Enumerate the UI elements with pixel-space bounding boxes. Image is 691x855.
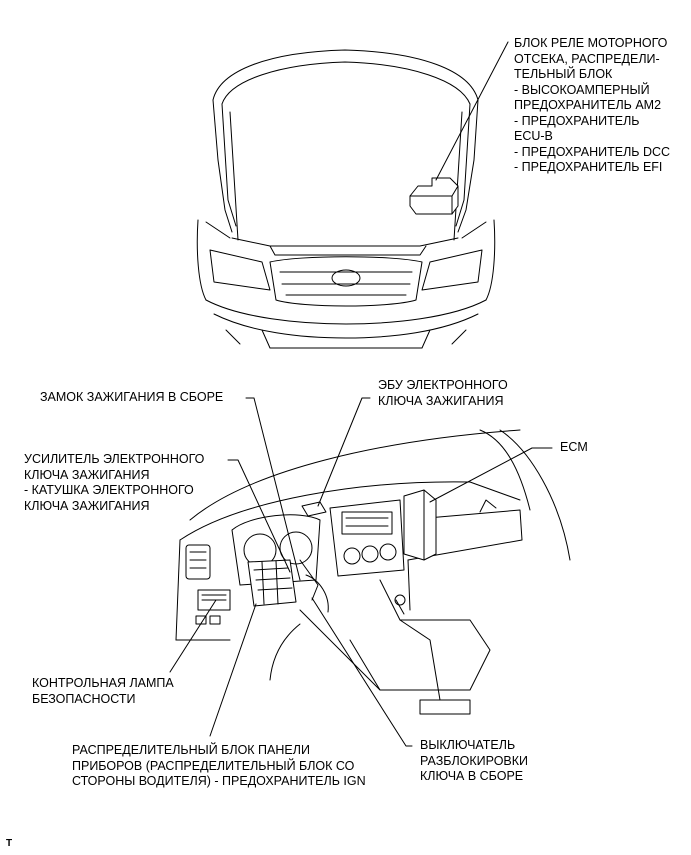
label-security-lamp: КОНТРОЛЬНАЯ ЛАМПА БЕЗОПАСНОСТИ [32, 676, 174, 707]
label-line: ТЕЛЬНЫЙ БЛОК [514, 67, 613, 81]
label-line: ЭБУ ЭЛЕКТРОННОГО [378, 378, 508, 392]
engine-bay-illustration [196, 41, 509, 349]
label-line: РАЗБЛОКИРОВКИ [420, 753, 529, 768]
label-engine-relay-block: БЛОК РЕЛЕ МОТОРНОГО ОТСЕКА, РАСПРЕДЕЛИ- … [514, 36, 670, 176]
label-line: ЗАМОК ЗАЖИГАНИЯ В СБОРЕ [40, 390, 224, 404]
label-line: КЛЮЧА ЗАЖИГАНИЯ [378, 393, 504, 408]
label-line: РАСПРЕДЕЛИТЕЛЬНЫЙ БЛОК ПАНЕЛИ [72, 743, 310, 757]
label-line: КОНТРОЛЬНАЯ ЛАМПА [32, 676, 174, 690]
label-line: ПРЕДОХРАНИТЕЛЬ AM2 [514, 98, 662, 112]
label-line: - ВЫСОКОАМПЕРНЫЙ [514, 82, 650, 97]
label-key-amplifier: УСИЛИТЕЛЬ ЭЛЕКТРОННОГО КЛЮЧА ЗАЖИГАНИЯ -… [24, 452, 204, 514]
label-ignition-lock: ЗАМОК ЗАЖИГАНИЯ В СБОРЕ [40, 390, 223, 406]
label-line: ОТСЕКА, РАСПРЕДЕЛИ- [514, 51, 660, 66]
label-line: - КАТУШКА ЭЛЕКТРОННОГО [24, 483, 194, 497]
label-line: БЕЗОПАСНОСТИ [32, 691, 136, 706]
label-line: КЛЮЧА ЗАЖИГАНИЯ [24, 467, 150, 482]
label-line: УСИЛИТЕЛЬ ЭЛЕКТРОННОГО [24, 452, 205, 466]
label-line: ECM [560, 440, 588, 454]
label-line: КЛЮЧА В СБОРЕ [420, 769, 524, 783]
label-line: ВЫКЛЮЧАТЕЛЬ [420, 738, 516, 752]
label-line: СТОРОНЫ ВОДИТЕЛЯ) - ПРЕДОХРАНИТЕЛЬ IGN [72, 774, 366, 788]
label-key-ecu: ЭБУ ЭЛЕКТРОННОГО КЛЮЧА ЗАЖИГАНИЯ [378, 378, 508, 409]
label-line: - ПРЕДОХРАНИТЕЛЬ [514, 113, 640, 128]
label-line: - ПРЕДОХРАНИТЕЛЬ DCC [514, 144, 671, 159]
label-line: КЛЮЧА ЗАЖИГАНИЯ [24, 498, 150, 513]
label-line: БЛОК РЕЛЕ МОТОРНОГО [514, 36, 668, 50]
label-ecm: ECM [560, 440, 588, 456]
label-line: ПРИБОРОВ (РАСПРЕДЕЛИТЕЛЬНЫЙ БЛОК СО [72, 758, 355, 773]
leader-lines [169, 397, 553, 747]
label-line: - ПРЕДОХРАНИТЕЛЬ EFI [514, 160, 663, 174]
label-instrument-panel-jb: РАСПРЕДЕЛИТЕЛЬНЫЙ БЛОК ПАНЕЛИ ПРИБОРОВ (… [72, 743, 366, 790]
footer-mark: T [6, 838, 13, 849]
dashboard-illustration [175, 429, 571, 715]
label-unlock-switch: ВЫКЛЮЧАТЕЛЬ РАЗБЛОКИРОВКИ КЛЮЧА В СБОРЕ [420, 738, 528, 785]
label-line: ECU-B [514, 129, 553, 143]
